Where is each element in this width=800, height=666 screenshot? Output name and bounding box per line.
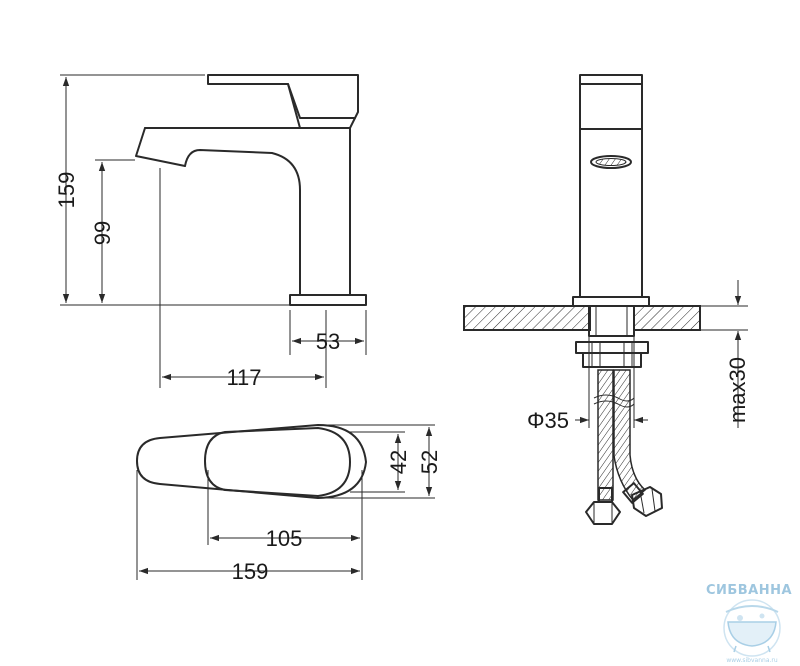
top-view: 42 52 105 159 [136, 424, 442, 584]
dim-label-body-width: 52 [417, 450, 442, 474]
watermark-url: www.sibvanna.ru [726, 657, 778, 664]
dim-label-spout-height: 99 [90, 221, 115, 245]
front-view: Φ35 max30 [463, 74, 750, 525]
watermark-logo: СИБВАННА www.sibvanna.ru [706, 583, 792, 664]
bathtub-logo-icon [723, 599, 781, 657]
faucet-top-outline [136, 424, 367, 499]
supply-hoses [585, 369, 663, 525]
top-dimension-lines [136, 424, 435, 580]
countertop-section [463, 305, 701, 331]
dim-label-total-length: 159 [232, 559, 269, 584]
dim-label-max-deck: max30 [725, 357, 750, 423]
faucet-front-outline [572, 74, 650, 368]
front-dimension-lines [575, 280, 748, 428]
dim-label-lever-length: 105 [266, 526, 303, 551]
faucet-side-outline [135, 74, 367, 306]
dim-label-base: 53 [316, 329, 340, 354]
dim-label-lever-width: 42 [386, 450, 411, 474]
dim-label-reach: 117 [226, 365, 261, 390]
side-dimension-lines [60, 74, 367, 388]
dim-label-hole-diameter: Φ35 [527, 408, 569, 433]
dim-label-total-height: 159 [54, 172, 79, 209]
side-view: 159 99 53 117 [54, 74, 367, 390]
watermark-brand: СИБВАННА [706, 583, 792, 598]
